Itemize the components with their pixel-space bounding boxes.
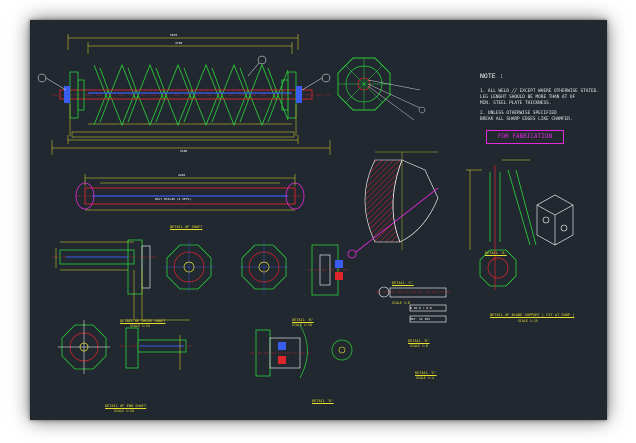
detail-c-view bbox=[376, 286, 450, 323]
caption-detail-b: DETAIL 'B' bbox=[292, 318, 314, 322]
caption-drive-shaft-scale: SCALE 1:25 bbox=[130, 324, 150, 328]
caption-detail-d2-scale: SCALE 1:8 bbox=[410, 344, 428, 348]
for-fabrication-stamp: FOR FABRICATION bbox=[486, 130, 564, 144]
screw-conveyor-elevation bbox=[37, 34, 331, 155]
caption-end-shaft: DETAIL OF END SHAFT bbox=[105, 404, 147, 408]
overall-length-label: 5870 bbox=[170, 33, 178, 37]
notes-title: NOTE : bbox=[480, 72, 504, 80]
caption-detail-drive-shaft: DETAIL OF DRIVE SHAFT bbox=[120, 319, 166, 323]
note-line-4: 2. UNLESS OTHERWISE SPECIFIED bbox=[480, 111, 557, 117]
caption-detail-e-scale: SCALE 1:4 bbox=[416, 376, 434, 380]
caption-detail-of-shaft: DETAIL OF SHAFT bbox=[170, 225, 203, 229]
drawing-sheet: NOTE : 1. ALL WELD ╱╱ EXCEPT WHERE OTHER… bbox=[30, 20, 607, 420]
caption-detail-e: DETAIL 'E' bbox=[415, 371, 437, 375]
end-view-octagon bbox=[337, 57, 426, 121]
caption-detail-d: DETAIL 'D' bbox=[312, 399, 334, 403]
note-line-2: LEG LENGHT SHOULD BE MORE THAN 6T OF bbox=[480, 95, 576, 101]
detail-of-drive-shaft bbox=[52, 239, 158, 320]
flight-segment-section bbox=[347, 151, 439, 259]
flight-length-label: 4700 bbox=[175, 41, 183, 45]
note-line-5: BREAK ALL SHARP EDGES LIKE CHAMFER. bbox=[480, 117, 573, 123]
detail-b-view bbox=[308, 244, 350, 296]
caption-detail-b-scale: SCALE 1:10 bbox=[292, 323, 312, 327]
detail-d-view bbox=[250, 324, 353, 379]
caption-end-shaft-scale: SCALE 1:20 bbox=[114, 409, 134, 413]
flange-view-1 bbox=[164, 242, 214, 292]
caption-detail-a: DETAIL 'A' bbox=[485, 251, 507, 255]
blade-note-label: MAT. SS 304 bbox=[410, 317, 430, 321]
detail-of-end-shaft bbox=[58, 319, 195, 374]
cad-drawing bbox=[37, 34, 574, 379]
caption-detail-c-scale: SCALE 1:8 bbox=[392, 301, 410, 305]
flange-view-2 bbox=[239, 242, 289, 292]
note-line-3: MIN. STEEL PLATE THICKNESS. bbox=[480, 101, 552, 107]
collar-dim-label: Ø 30.0 / 8.0 bbox=[410, 306, 432, 310]
shaft-dim-label: 4240 bbox=[178, 173, 186, 177]
blade-support-view bbox=[466, 159, 574, 290]
detail-of-shaft bbox=[75, 174, 305, 211]
caption-detail-d2: DETAIL 'D' bbox=[408, 339, 430, 343]
caption-blade-support-scale: SCALE 1:15 bbox=[518, 319, 538, 323]
bolt-spec-label: BOLT M16x40 (4 SETS) bbox=[155, 197, 192, 201]
shaft-length-label: 5180 bbox=[180, 149, 188, 153]
note-line-1: 1. ALL WELD ╱╱ EXCEPT WHERE OTHERWISE ST… bbox=[480, 89, 599, 95]
caption-detail-c: DETAIL 'C' bbox=[392, 281, 414, 285]
caption-blade-support: DETAIL OF BLADE SUPPORT ( FIT AT SHOP ) bbox=[490, 313, 575, 317]
